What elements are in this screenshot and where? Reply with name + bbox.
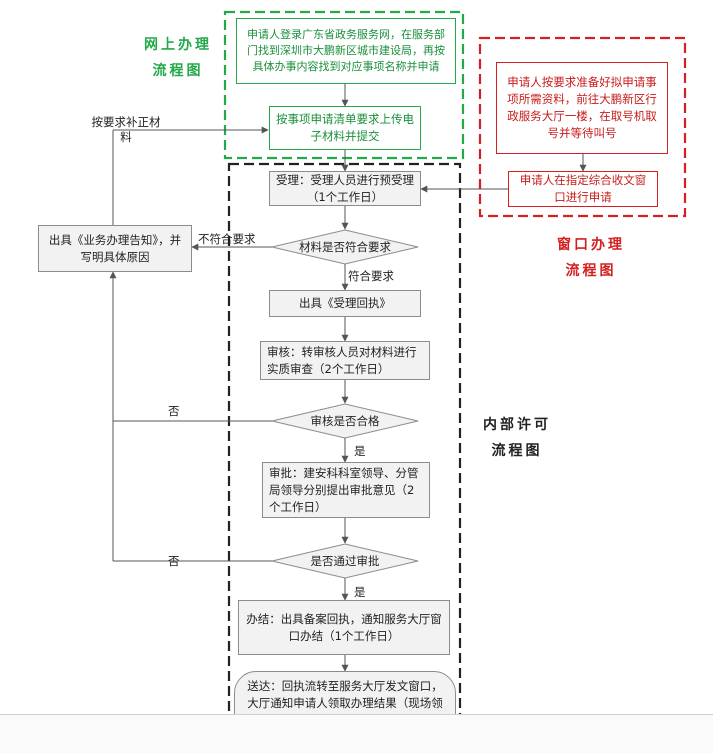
window-title-line1: 窗口办理	[557, 237, 625, 253]
window-step-apply: 申请人在指定综合收文窗口进行申请	[508, 171, 658, 207]
step-review: 审核：转审核人员对材料进行实质审查（2个工作日）	[260, 341, 430, 380]
step-accept: 受理：受理人员进行预受理（1个工作日）	[269, 171, 421, 206]
label-review-no: 否	[168, 404, 180, 418]
side-supplement-label: 按要求补正材料	[91, 115, 161, 144]
step-review-pass: 审核是否合格	[310, 414, 380, 428]
step-approve: 审批：建安科科室领导、分管局领导分别提出审批意见（2个工作日）	[262, 462, 430, 518]
internal-title-line2: 流程图	[491, 443, 543, 459]
step-receipt: 出具《受理回执》	[269, 290, 421, 317]
step-approve-pass: 是否通过审批	[310, 554, 380, 568]
online-zone-title: 网上办理 流程图	[128, 32, 228, 84]
window-zone-title: 窗口办理 流程图	[536, 232, 646, 284]
label-not-meet: 不符合要求	[198, 232, 256, 246]
label-approve-no: 否	[168, 554, 180, 568]
label-meet: 符合要求	[348, 269, 394, 283]
step-material-check: 材料是否符合要求	[299, 240, 391, 254]
window-zone-border	[478, 36, 687, 218]
label-approve-yes: 是	[354, 585, 366, 599]
internal-zone-title: 内部许可 流程图	[462, 412, 572, 464]
label-review-yes: 是	[354, 444, 366, 458]
online-step-login: 申请人登录广东省政务服务网，在服务部门找到深圳市大鹏新区城市建设局，再按具体办事…	[236, 18, 456, 84]
window-title-line2: 流程图	[565, 263, 617, 279]
online-title-line1: 网上办理	[144, 37, 212, 53]
step-finish: 办结：出具备案回执，通知服务大厅窗口办结（1个工作日）	[238, 600, 450, 655]
online-title-line2: 流程图	[152, 63, 204, 79]
internal-title-line1: 内部许可	[483, 417, 551, 433]
side-notice: 出具《业务办理告知》，并写明具体原因	[38, 225, 192, 272]
bottom-status-bar	[0, 714, 713, 753]
window-step-prepare: 申请人按要求准备好拟申请事项所需资料，前往大鹏新区行政服务大厅一楼，在取号机取号…	[496, 62, 668, 154]
online-step-upload: 按事项申请清单要求上传电子材料并提交	[269, 106, 421, 150]
online-zone-border	[223, 10, 465, 160]
